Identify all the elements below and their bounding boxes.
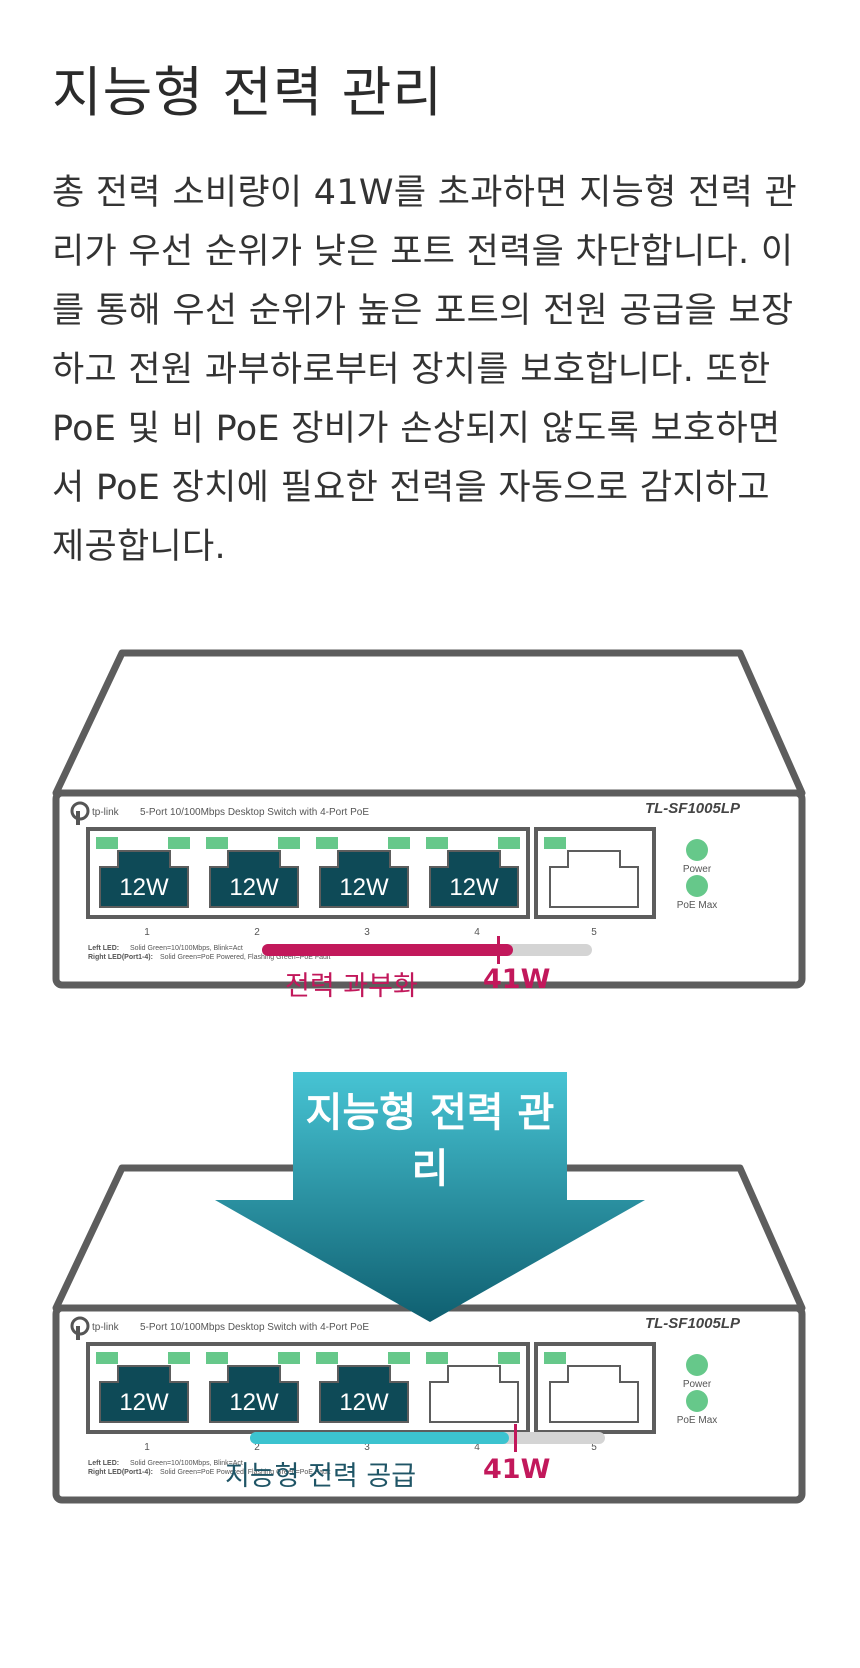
port-5 [544, 837, 639, 908]
poe-max-led-icon [686, 1390, 708, 1412]
port-4: 12W [426, 837, 520, 908]
power-led-label: Power [683, 864, 712, 875]
svg-text:12W: 12W [119, 1389, 169, 1416]
svg-text:4: 4 [474, 1442, 480, 1453]
down-arrow-icon [215, 1072, 645, 1322]
svg-text:Solid Green=10/100Mbps, Blink=: Solid Green=10/100Mbps, Blink=Act [130, 1460, 243, 1467]
power-bar-managed [250, 1424, 605, 1452]
svg-text:Solid Green=PoE Powered, Flash: Solid Green=PoE Powered, Flashing Green=… [160, 1469, 330, 1476]
page-title: 지능형 전력 관리 [52, 61, 444, 124]
svg-text:Solid Green=10/100Mbps, Blink=: Solid Green=10/100Mbps, Blink=Act [130, 945, 243, 952]
poe-max-led-label: PoE Max [677, 1415, 718, 1426]
poe-max-led-icon [686, 875, 708, 897]
svg-text:Right LED(Port1-4):: Right LED(Port1-4): [88, 1469, 153, 1476]
svg-text:4: 4 [474, 927, 480, 938]
svg-text:3: 3 [364, 927, 370, 938]
power-led-label: Power [683, 1379, 712, 1390]
model-label: TL-SF1005LP [645, 800, 741, 817]
switch-image-overloaded: tp-link 5-Port 10/100Mbps Desktop Switch… [52, 645, 808, 995]
poe-max-led-label: PoE Max [677, 900, 718, 911]
overload-label: 전력 과부화 [285, 971, 418, 1002]
brand-label: tp-link [92, 1322, 120, 1333]
svg-text:5: 5 [591, 927, 597, 938]
tp-link-logo: tp-link [70, 1316, 120, 1340]
svg-text:1: 1 [144, 927, 150, 938]
svg-text:Right LED(Port1-4):: Right LED(Port1-4): [88, 954, 153, 961]
power-led-icon [686, 839, 708, 861]
power-led-icon [686, 1354, 708, 1376]
svg-text:Left LED:: Left LED: [88, 1460, 119, 1467]
arrow-label: 지능형 전력 관리 [305, 1090, 555, 1192]
svg-text:2: 2 [254, 1442, 260, 1453]
svg-text:12W: 12W [339, 1389, 389, 1416]
svg-text:5: 5 [591, 1442, 597, 1453]
port-2: 12W [206, 837, 300, 908]
port-3: 12W [316, 1352, 410, 1423]
svg-text:12W: 12W [449, 874, 499, 901]
svg-text:12W: 12W [339, 874, 389, 901]
svg-text:12W: 12W [229, 874, 279, 901]
svg-text:12W: 12W [119, 874, 169, 901]
tp-link-logo: tp-link [70, 801, 120, 825]
model-label: TL-SF1005LP [645, 1315, 741, 1332]
switch-description: 5-Port 10/100Mbps Desktop Switch with 4-… [140, 807, 369, 818]
svg-text:12W: 12W [229, 1389, 279, 1416]
managed-value-label: 41W [483, 1454, 551, 1485]
port-3: 12W [316, 837, 410, 908]
switch-description: 5-Port 10/100Mbps Desktop Switch with 4-… [140, 1322, 369, 1333]
svg-text:1: 1 [144, 1442, 150, 1453]
brand-label: tp-link [92, 807, 120, 818]
port-5 [544, 1352, 639, 1423]
overload-value-label: 41W [483, 964, 551, 995]
page-description: 총 전력 소비량이 41W를 초과하면 지능형 전력 관리가 우선 순위가 낮은… [52, 173, 798, 567]
svg-text:Solid Green=PoE Powered, Flash: Solid Green=PoE Powered, Flashing Green=… [160, 954, 330, 961]
port-1: 12W [96, 837, 190, 908]
managed-label: 지능형 전력 공급 [225, 1461, 417, 1492]
power-bar-overload [262, 936, 592, 964]
svg-text:2: 2 [254, 927, 260, 938]
port-4 [426, 1352, 520, 1423]
port-2: 12W [206, 1352, 300, 1423]
port-1: 12W [96, 1352, 190, 1423]
svg-text:Left LED:: Left LED: [88, 945, 119, 952]
svg-text:3: 3 [364, 1442, 370, 1453]
